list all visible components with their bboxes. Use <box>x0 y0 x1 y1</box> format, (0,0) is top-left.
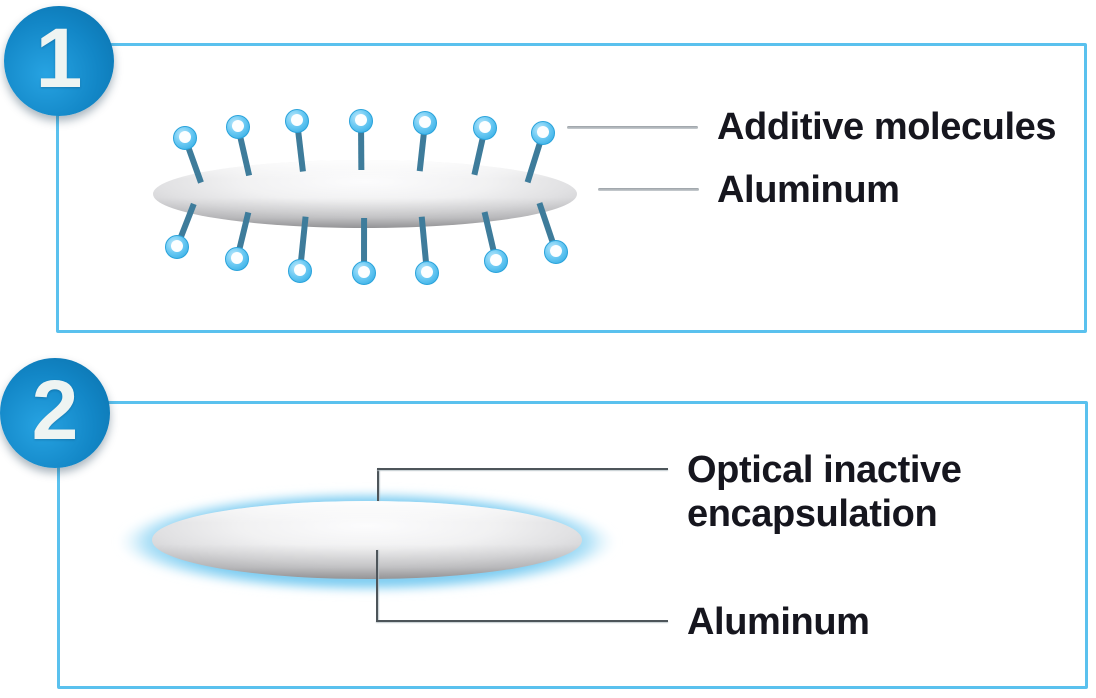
molecule-head-core <box>419 116 431 128</box>
molecule-head-core <box>537 126 549 138</box>
label-aluminum-1: Aluminum <box>717 169 900 211</box>
panel-1-border <box>56 43 1087 333</box>
molecule-head-core <box>232 120 244 132</box>
aluminum-flake-1 <box>153 160 577 228</box>
leader-bracket-encapsulation-vertical <box>377 468 379 501</box>
molecule-head-core <box>171 240 183 252</box>
step-2-badge: 2 <box>0 358 110 468</box>
leader-bracket-aluminum-2-vertical <box>376 550 378 622</box>
leader-bracket-encapsulation-horizontal <box>377 468 668 470</box>
leader-line-aluminum-1 <box>598 188 699 191</box>
molecule-head-core <box>550 245 562 257</box>
molecule-head-core <box>358 266 370 278</box>
step-2-number: 2 <box>31 363 79 457</box>
additive-molecule-pins <box>165 109 568 285</box>
molecule-head-core <box>490 254 502 266</box>
label-optical-inactive-encapsulation: Optical inactive encapsulation <box>687 449 962 535</box>
label-aluminum-2: Aluminum <box>687 601 870 643</box>
leader-bracket-aluminum-2-horizontal <box>376 620 668 622</box>
molecule-head-core <box>421 266 433 278</box>
molecule-head-core <box>291 114 303 126</box>
molecule-head-core <box>294 264 306 276</box>
aluminum-flake-2 <box>152 501 582 579</box>
molecule-head-core <box>231 252 243 264</box>
label-additive-molecules: Additive molecules <box>717 106 1057 148</box>
molecule-head-core <box>479 121 491 133</box>
molecule-head-core <box>355 114 367 126</box>
step-1-number: 1 <box>35 11 83 105</box>
leader-line-additive-molecules <box>567 126 698 129</box>
molecule-head-core <box>179 131 191 143</box>
step-1-badge: 1 <box>4 6 114 116</box>
panel-2-border <box>57 401 1088 689</box>
